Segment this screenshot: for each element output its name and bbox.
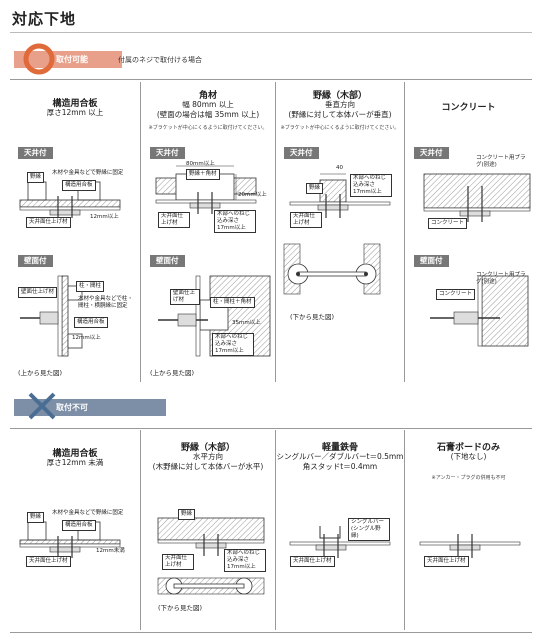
column-separator: [140, 430, 141, 630]
ok-col3-bottom-view: [283, 243, 381, 295]
ok-col1-heading: 構造用合板: [52, 99, 98, 109]
ng-col3-label-bar: シングルバー(シングル野縁): [348, 518, 390, 541]
ok-col1-sub: 厚さ12mm 以上: [46, 108, 104, 117]
ng-col4-diagram: [419, 534, 521, 558]
ok-col4-wall-tag: 壁面付: [414, 255, 449, 267]
ok-col3-label-40: 40: [336, 165, 343, 171]
ok-col3-label-finish: 天井面仕上げ材: [290, 212, 322, 228]
ok-col3-note: ※ブラケットが中心にくるように取付けてください。: [280, 125, 400, 131]
ng-col4-heading: 石膏ボードのみ: [436, 443, 500, 453]
ok-col1-label-finish: 天井面仕上げ材: [26, 217, 71, 228]
ng-col1-label-fix: 木材や金具などで野縁に固定: [52, 510, 124, 516]
ok-col1-ceiling-diagram: [19, 181, 121, 218]
ok-col1-wall-plywood: 構造用合板: [74, 317, 108, 328]
ok-col4-heading: コンクリート: [441, 103, 496, 113]
ok-col2-wall-finish: 壁面仕上げ材: [170, 289, 200, 305]
ok-section-divider: [10, 79, 532, 80]
ok-col3-heading: 野縁（木部）: [312, 91, 367, 101]
column-separator: [404, 82, 405, 382]
ng-col1-heading: 構造用合板: [52, 449, 98, 459]
ok-note: 付属のネジで取付ける場合: [118, 56, 202, 64]
ng-col1-label-noen: 野縁: [27, 512, 45, 523]
ok-col1-wall-pillar: 柱・間柱: [76, 281, 105, 292]
ng-cross-icon: [28, 392, 56, 420]
ok-col1-wall-tag: 壁面付: [18, 255, 53, 267]
ng-col2-label-depth: 木部へのねじ込み深さ17mm以上: [224, 549, 266, 572]
ok-col3-label-noen: 野縁: [306, 183, 324, 194]
ng-col1-sub: 厚さ12mm 未満: [46, 458, 104, 467]
ok-col2-label-noen-kakuzai: 野縁＋角材: [186, 169, 220, 180]
ok-col1-label-plywood: 構造用合板: [62, 180, 96, 191]
ok-col2-label-depth: 木部へのねじ込み深さ17mm以上: [214, 210, 256, 233]
ng-col3-sub-2: 角スタッドt＝0.4mm: [302, 462, 378, 471]
ok-col3-sub-2: (野縁に対して本体バーが垂直): [288, 110, 392, 119]
ng-col4-sub: (下地なし): [450, 452, 487, 461]
ng-col2-label-finish: 天井面仕上げ材: [162, 554, 194, 570]
ng-col2-diagram: [157, 517, 265, 595]
ok-col2-wall-depth: 木部へのねじ込み深さ17mm以上: [212, 333, 254, 356]
ok-circle-icon: [23, 43, 55, 75]
page-title: 対応下地: [12, 10, 77, 28]
ok-col4-wall-plug: コンクリート用プラグ(別途): [476, 272, 526, 285]
ok-col2-ceiling-diagram: [155, 165, 257, 214]
ok-col3-label-depth: 木部へのねじ込み深さ17mm以上: [350, 174, 392, 197]
ng-col2-sub-1: 水平方向: [193, 452, 223, 461]
ng-col3-heading: 軽量鉄骨: [321, 443, 358, 453]
ng-col3-label-finish: 天井面仕上げ材: [290, 556, 335, 567]
title-divider: [10, 32, 532, 33]
column-separator: [140, 82, 141, 382]
ng-col1-label-finish: 天井面仕上げ材: [26, 556, 71, 567]
ng-badge: 取付不可: [14, 399, 166, 416]
ng-col2-sub-2: (木野縁に対して本体バーが水平): [152, 462, 264, 471]
ok-col1-ceiling-tag: 天井付: [18, 147, 53, 159]
ok-col4-label-plug: コンクリート用プラグ(別途): [476, 155, 528, 169]
ng-col1-label-plywood: 構造用合板: [62, 520, 96, 531]
ok-col2-wall-pillar: 柱・間柱＋角材: [210, 297, 255, 308]
ok-col1-label-noen: 野縁: [27, 172, 45, 183]
ng-col2-view-note: (下から見た図): [158, 604, 203, 612]
ng-col3-sub-1: シングルバー／ダブルバーt＝0.5mm: [276, 452, 404, 461]
ng-badge-label: 取付不可: [56, 403, 88, 412]
ok-col2-label-80mm: 80mm以上: [186, 161, 215, 167]
bottom-divider: [10, 632, 532, 633]
ok-col1-wall-finish: 壁面仕上げ材: [18, 287, 58, 298]
ok-col2-ceiling-tag: 天井付: [150, 147, 185, 159]
ok-col3-ceiling-tag: 天井付: [284, 147, 319, 159]
ng-section-divider: [10, 428, 532, 429]
ok-badge-label: 取付可能: [56, 55, 88, 64]
ng-col2-heading: 野縁（木部）: [180, 443, 235, 453]
ok-col2-note: ※ブラケットが中心にくるように取付けてください。: [148, 125, 268, 131]
ok-col1-wall-diagram: [20, 275, 83, 357]
ok-col2-wall-tag: 壁面付: [150, 255, 185, 267]
ok-col3-sub-1: 垂直方向: [325, 100, 355, 109]
ng-col3-diagram: [289, 526, 391, 558]
ok-col4-ceiling-tag: 天井付: [414, 147, 449, 159]
ok-col3-ceiling-diagram: [289, 173, 391, 218]
ok-col1-wall-12mm: 12mm以上: [72, 335, 101, 341]
ok-col1-label-12mm: 12mm以上: [90, 214, 119, 220]
ok-col2-view-note: (上から見た図): [150, 369, 195, 377]
ok-col4-label-concrete: コンクリート: [428, 218, 468, 229]
column-separator: [275, 82, 276, 382]
ng-col4-label-finish: 天井面仕上げ材: [424, 556, 469, 567]
column-separator: [275, 430, 276, 630]
ok-col1-view-note: (上から見た図): [18, 369, 63, 377]
ok-col4-wall-diagram: [430, 275, 529, 347]
ok-col4-wall-concrete: コンクリート: [436, 289, 476, 300]
ok-col1-wall-fix: 木材や金具などで柱・間柱・横胴縁に固定: [78, 296, 133, 309]
ok-col1-label-fix: 木材や金具などで野縁に固定: [52, 170, 124, 176]
ok-col2-label-finish: 天井面仕上げ材: [158, 212, 190, 228]
ok-col2-sub-1: 幅 80mm 以上: [182, 100, 234, 109]
ng-col1-label-12mm: 12mm未満: [96, 548, 125, 554]
ng-col4-note: ※アンカー・プラグの併用も不可: [431, 475, 506, 481]
ok-badge: 取付可能: [14, 51, 122, 68]
ok-col2-label-20mm: 20mm以上: [238, 192, 267, 198]
ok-col2-heading: 角材: [198, 91, 217, 101]
ok-col2-wall-35mm: 35mm以上: [232, 320, 261, 326]
ok-col3-view-note: (下から見た図): [290, 313, 335, 321]
ng-col2-label-noen: 野縁: [178, 509, 196, 520]
ok-col2-sub-2: (壁面の場合は幅 35mm 以上): [156, 110, 260, 119]
column-separator: [404, 430, 405, 630]
ok-col4-ceiling-diagram: [423, 173, 531, 222]
